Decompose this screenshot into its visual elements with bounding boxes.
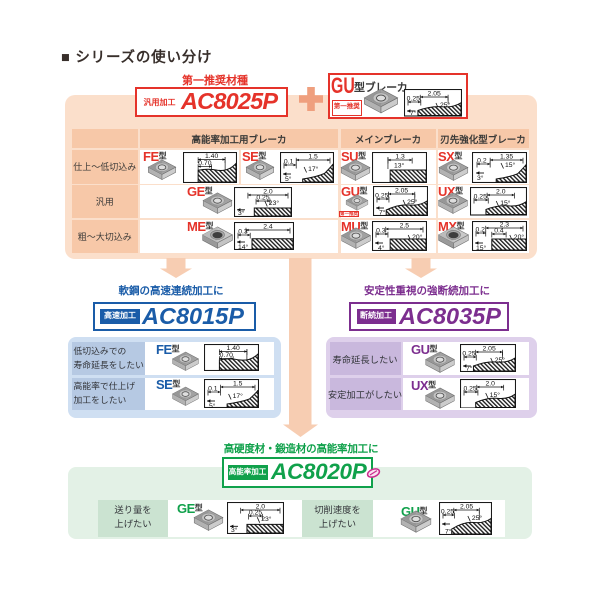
- svg-text:17°: 17°: [308, 165, 319, 173]
- svg-text:0.25: 0.25: [256, 194, 269, 201]
- svg-text:0.4: 0.4: [494, 228, 504, 235]
- svg-text:15°: 15°: [505, 161, 516, 169]
- svg-text:20°: 20°: [412, 233, 423, 241]
- svg-text:14°: 14°: [238, 243, 249, 250]
- svg-text:1.5: 1.5: [308, 153, 318, 160]
- svg-text:0.25: 0.25: [248, 509, 261, 516]
- svg-text:0.3: 0.3: [376, 228, 386, 235]
- svg-text:25°: 25°: [407, 198, 418, 206]
- svg-text:7°: 7°: [410, 109, 417, 117]
- svg-text:0.3: 0.3: [238, 229, 248, 236]
- svg-text:1.40: 1.40: [205, 153, 218, 160]
- svg-text:2.3: 2.3: [500, 222, 510, 229]
- svg-text:2.05: 2.05: [394, 187, 407, 194]
- svg-text:2.0: 2.0: [486, 380, 496, 387]
- svg-text:15°: 15°: [476, 244, 487, 251]
- svg-text:2.0: 2.0: [255, 503, 265, 510]
- svg-text:3°: 3°: [231, 526, 238, 534]
- svg-text:2.05: 2.05: [427, 91, 440, 98]
- svg-text:2.4: 2.4: [263, 224, 273, 231]
- svg-text:2.05: 2.05: [483, 345, 496, 352]
- svg-text:2.0: 2.0: [263, 188, 273, 195]
- svg-text:0.25: 0.25: [406, 96, 419, 103]
- svg-text:0.25: 0.25: [441, 509, 454, 516]
- svg-text:0.2: 0.2: [476, 227, 486, 234]
- svg-text:1.35: 1.35: [500, 153, 513, 160]
- svg-text:0.1: 0.1: [284, 158, 294, 165]
- svg-text:25°: 25°: [472, 514, 483, 522]
- svg-text:7°: 7°: [379, 208, 386, 216]
- svg-text:3°: 3°: [477, 174, 484, 182]
- svg-text:0.25: 0.25: [375, 192, 388, 199]
- svg-text:23°: 23°: [261, 515, 272, 523]
- svg-text:13°: 13°: [394, 161, 405, 169]
- svg-text:0.1: 0.1: [208, 386, 218, 393]
- svg-text:1.3: 1.3: [395, 153, 405, 160]
- svg-text:1.5: 1.5: [233, 381, 243, 388]
- svg-text:5°: 5°: [285, 175, 292, 183]
- svg-text:2.0: 2.0: [496, 189, 506, 196]
- svg-text:0.2: 0.2: [477, 157, 487, 164]
- svg-text:0.25: 0.25: [463, 385, 476, 392]
- svg-text:17°: 17°: [233, 392, 244, 400]
- svg-text:15°: 15°: [500, 199, 511, 207]
- svg-text:4°: 4°: [378, 244, 385, 251]
- svg-text:25°: 25°: [439, 101, 450, 109]
- svg-text:0.70: 0.70: [220, 352, 233, 359]
- svg-text:0.25: 0.25: [474, 194, 487, 201]
- svg-text:25°: 25°: [495, 356, 506, 364]
- svg-text:0.25: 0.25: [462, 350, 475, 357]
- svg-text:23°: 23°: [269, 199, 280, 207]
- svg-text:3°: 3°: [238, 209, 245, 217]
- svg-text:7°: 7°: [466, 364, 473, 372]
- svg-text:2.05: 2.05: [460, 504, 473, 511]
- svg-text:1.40: 1.40: [227, 345, 240, 352]
- svg-text:15°: 15°: [490, 391, 501, 399]
- svg-text:0.70: 0.70: [198, 160, 211, 167]
- svg-text:2.5: 2.5: [400, 223, 410, 230]
- svg-text:20°: 20°: [514, 233, 525, 241]
- svg-text:5°: 5°: [209, 402, 216, 408]
- svg-text:7°: 7°: [445, 528, 452, 536]
